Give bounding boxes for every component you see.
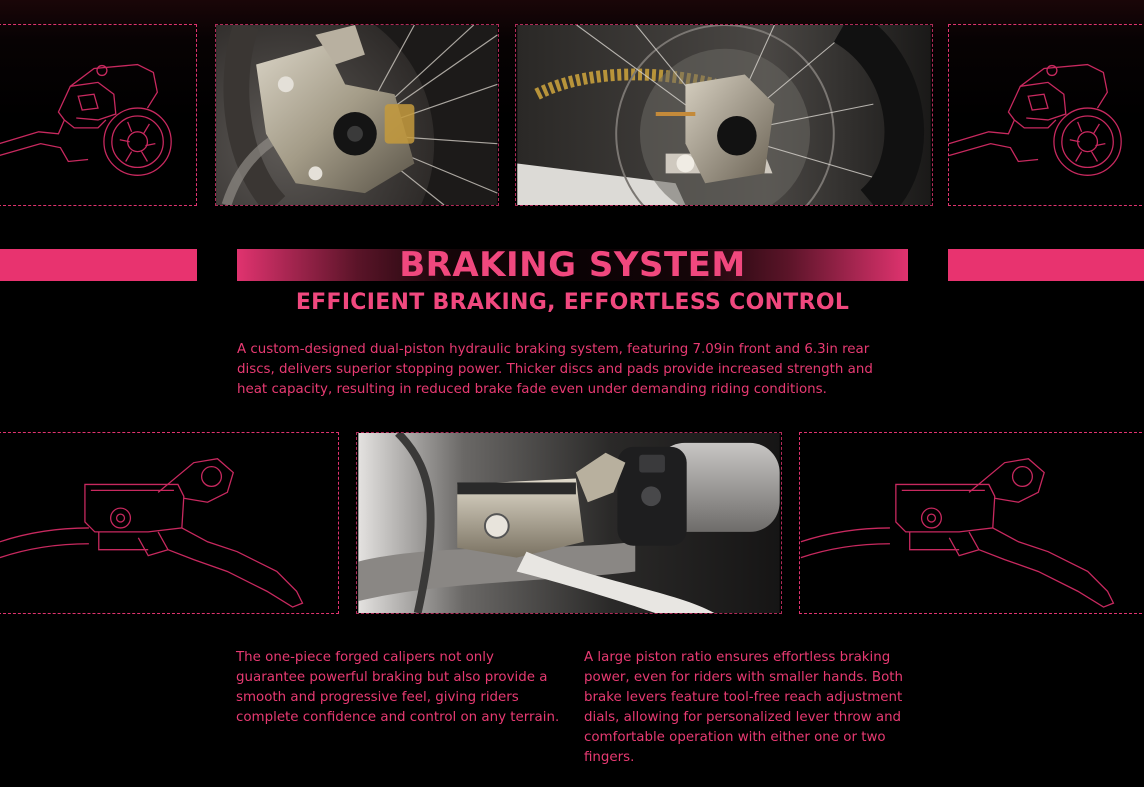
- title-banner: [237, 249, 908, 281]
- calipers-paragraph: The one-piece forged calipers not only g…: [236, 650, 560, 725]
- front-caliper-photo: [215, 24, 499, 206]
- accent-bar-right: [948, 249, 1144, 281]
- lever-line-art-left: [0, 432, 339, 614]
- caliper-outline-icon: [0, 63, 172, 176]
- lever-photo: [356, 432, 782, 614]
- accent-bar-left: [0, 249, 197, 281]
- brake-lever-handlebar-image: [358, 433, 780, 613]
- page-title: BRAKING SYSTEM: [399, 245, 746, 285]
- caliper-line-art-right: [948, 24, 1144, 206]
- page-subtitle: EFFICIENT BRAKING, EFFORTLESS CONTROL: [295, 290, 850, 315]
- front-brake-caliper-image: [216, 25, 498, 205]
- rear-caliper-photo: [515, 24, 933, 206]
- rear-brake-caliper-image: [517, 25, 931, 205]
- lever-line-art-right: [799, 432, 1144, 614]
- levers-paragraph: A large piston ratio ensures effortless …: [584, 650, 904, 765]
- caliper-outline-icon: [949, 63, 1122, 176]
- brake-lever-outline-icon: [800, 458, 1115, 608]
- brake-lever-outline-icon: [0, 458, 304, 608]
- caliper-line-art-left: [0, 24, 197, 206]
- intro-paragraph: A custom-designed dual-piston hydraulic …: [237, 342, 873, 397]
